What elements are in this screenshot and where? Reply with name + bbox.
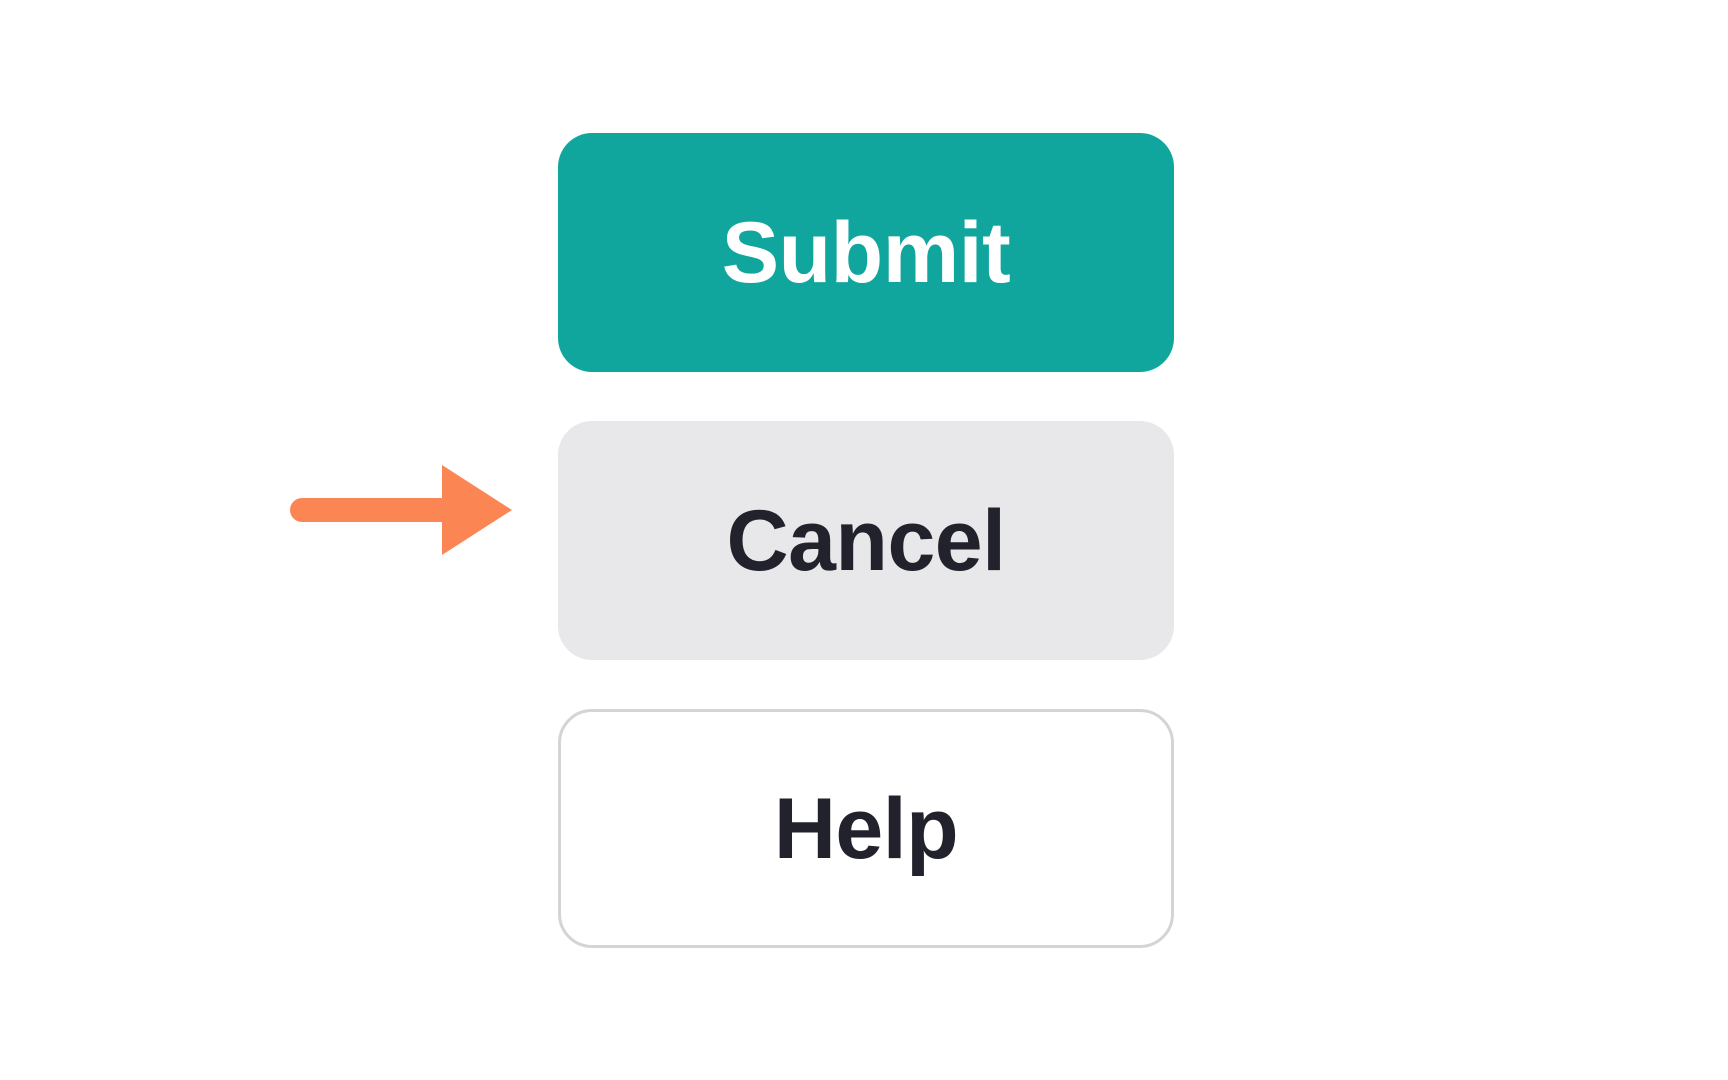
button-stack: Submit Cancel Help: [558, 133, 1174, 948]
cancel-button[interactable]: Cancel: [558, 421, 1174, 660]
submit-button[interactable]: Submit: [558, 133, 1174, 372]
arrow-right-icon: [290, 465, 512, 555]
annotation-arrow: [290, 455, 520, 565]
help-button[interactable]: Help: [558, 709, 1174, 948]
